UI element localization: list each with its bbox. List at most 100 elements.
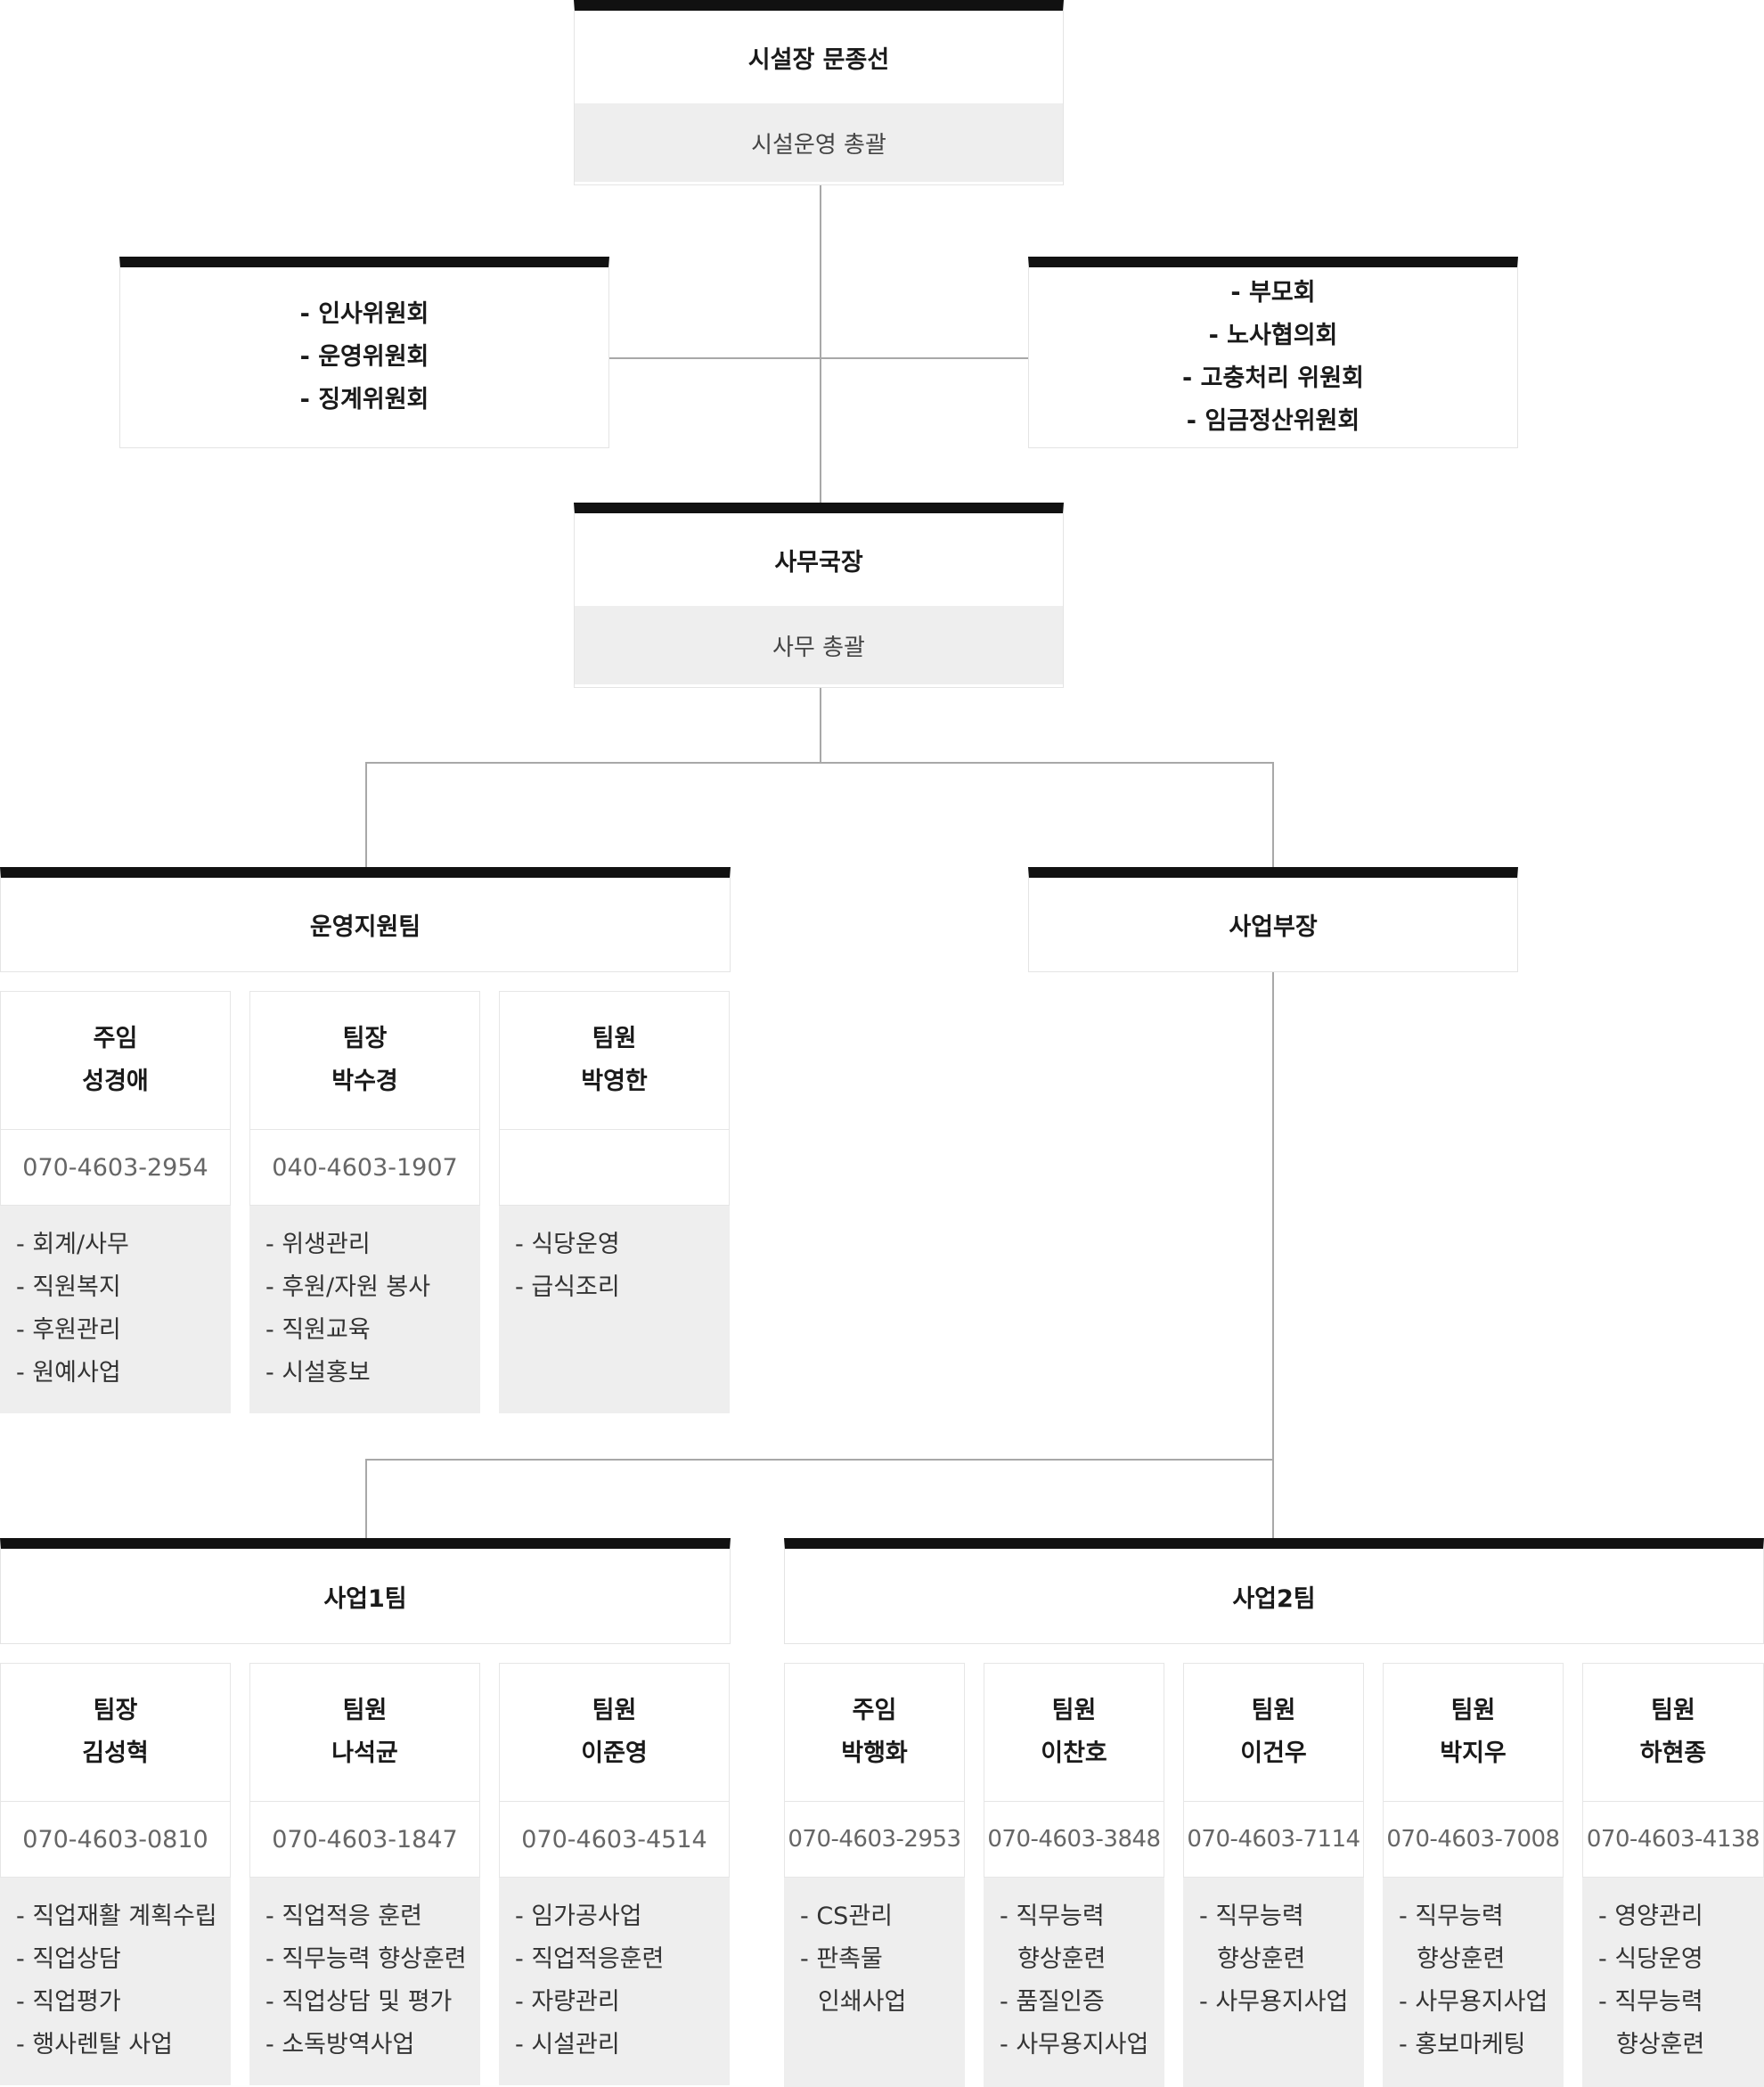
member-position: 팀원 xyxy=(1051,1697,1097,1724)
member-card: 팀원 이찬호 070-4603-3848 - 직무능력 향상훈련 - 품질인증 … xyxy=(984,1663,1164,2087)
committees-left-box: - 인사위원회 - 운영위원회 - 징계위원회 xyxy=(119,257,609,448)
duty-item: - 원예사업 xyxy=(16,1359,121,1387)
member-duties: - 임가공사업 - 직업적응훈련 - 자량관리 - 시설관리 xyxy=(499,1878,730,2085)
member-name: 이건우 xyxy=(1240,1739,1307,1767)
member-name-block: 팀원 이찬호 xyxy=(984,1663,1164,1801)
member-duties: - 영양관리 - 식당운영 - 직무능력 향상훈련 xyxy=(1582,1878,1764,2087)
member-position: 팀원 xyxy=(1651,1697,1695,1724)
connector-line xyxy=(365,1459,1274,1461)
duty-item: - 식당운영 xyxy=(1598,1945,1703,1973)
duty-item: - 직업상담 xyxy=(16,1945,121,1973)
member-phone: 070-4603-3848 xyxy=(984,1801,1164,1878)
member-name: 하현종 xyxy=(1639,1739,1707,1767)
connector-line xyxy=(608,357,1029,359)
member-phone xyxy=(499,1129,730,1206)
member-card: 주임 성경애 070-4603-2954 - 회계/사무 - 직원복지 - 후원… xyxy=(0,991,231,1413)
duty-item: - 직무능력 xyxy=(1000,1903,1105,1930)
connector-line xyxy=(1272,971,1274,1538)
member-card: 팀장 박수경 040-4603-1907 - 위생관리 - 후원/자원 봉사 -… xyxy=(249,991,480,1413)
member-name: 성경애 xyxy=(82,1068,149,1095)
member-name-block: 팀장 김성혁 xyxy=(0,1663,231,1801)
connector-line xyxy=(820,185,821,503)
member-card: 팀원 이준영 070-4603-4514 - 임가공사업 - 직업적응훈련 - … xyxy=(499,1663,730,2085)
duty-item: - 홍보마케팅 xyxy=(1399,2031,1526,2058)
member-name-block: 팀원 박영한 xyxy=(499,991,730,1129)
committee-list: - 부모회 - 노사협의회 - 고충처리 위원회 - 임금정산위원회 xyxy=(1182,272,1364,443)
duty-item: - 사무용지사업 xyxy=(1000,2031,1149,2058)
connector-line xyxy=(365,1459,367,1538)
duty-item: - 직무능력 xyxy=(1399,1903,1504,1930)
duty-item: 향상훈련 xyxy=(1217,1945,1306,1973)
director-box: 시설장 문종선 시설운영 총괄 xyxy=(574,0,1064,185)
duty-item: 향상훈련 xyxy=(1417,1945,1506,1973)
member-duties: - 직무능력 향상훈련 - 사무용지사업 - 홍보마케팅 xyxy=(1383,1878,1564,2087)
duty-item: - 직원복지 xyxy=(16,1273,121,1301)
member-duties: - 직무능력 향상훈련 - 사무용지사업 xyxy=(1183,1878,1364,2087)
duty-item: - 품질인증 xyxy=(1000,1988,1105,2016)
member-phone: 070-4603-2954 xyxy=(0,1129,231,1206)
member-name-block: 팀원 하현종 xyxy=(1582,1663,1764,1801)
member-position: 팀원 xyxy=(1251,1697,1296,1724)
duty-item: - 위생관리 xyxy=(265,1231,371,1258)
duty-item: 향상훈련 xyxy=(1616,2031,1705,2058)
committee-item: - 임금정산위원회 xyxy=(1186,407,1360,435)
committee-list: - 인사위원회 - 운영위원회 - 징계위원회 xyxy=(300,293,429,421)
member-name: 이준영 xyxy=(581,1739,648,1767)
member-name-block: 팀원 이준영 xyxy=(499,1663,730,1801)
committee-item: - 운영위원회 xyxy=(299,343,429,371)
duty-item: 향상훈련 xyxy=(1017,1945,1107,1973)
secretary-role: 사무 총괄 xyxy=(575,606,1063,684)
business-team2-header: 사업2팀 xyxy=(784,1538,1764,1644)
member-name-block: 팀원 나석균 xyxy=(249,1663,480,1801)
committee-item: - 노사협의회 xyxy=(1208,322,1338,349)
duty-item: - 식당운영 xyxy=(515,1231,620,1258)
member-phone: 070-4603-1847 xyxy=(249,1801,480,1878)
duty-item: - 직업평가 xyxy=(16,1988,121,2016)
member-card: 팀원 박지우 070-4603-7008 - 직무능력 향상훈련 - 사무용지사… xyxy=(1383,1663,1564,2087)
duty-item: - 직원교육 xyxy=(265,1316,371,1344)
connector-line xyxy=(820,688,821,763)
duty-item: - 직업적응훈련 xyxy=(515,1945,665,1973)
member-card: 팀원 박영한 - 식당운영 - 급식조리 xyxy=(499,991,730,1413)
member-phone: 070-4603-4138 xyxy=(1582,1801,1764,1878)
member-duties: - 직업적응 훈련 - 직무능력 향상훈련 - 직업상담 및 평가 - 소독방역… xyxy=(249,1878,480,2085)
ops-team-header: 운영지원팀 xyxy=(0,867,731,972)
director-title: 시설장 문종선 xyxy=(747,45,890,74)
committee-item: - 징계위원회 xyxy=(299,386,429,413)
member-name: 박수경 xyxy=(331,1068,398,1095)
duty-item: - CS관리 xyxy=(800,1903,893,1930)
member-duties: - 위생관리 - 후원/자원 봉사 - 직원교육 - 시설홍보 xyxy=(249,1206,480,1413)
member-card: 주임 박행화 070-4603-2953 - CS관리 - 판촉물 인쇄사업 xyxy=(784,1663,965,2087)
duty-item: - 시설관리 xyxy=(515,2031,620,2058)
duty-item: - 행사렌탈 사업 xyxy=(16,2031,173,2058)
member-duties: - 식당운영 - 급식조리 xyxy=(499,1206,730,1413)
member-name: 박지우 xyxy=(1440,1739,1507,1767)
member-name-block: 주임 박행화 xyxy=(784,1663,965,1801)
business-head-box: 사업부장 xyxy=(1028,867,1518,972)
duty-item: - 후원/자원 봉사 xyxy=(265,1273,431,1301)
director-role: 시설운영 총괄 xyxy=(575,103,1063,182)
member-position: 팀장 xyxy=(342,1025,388,1052)
member-position: 주임 xyxy=(852,1697,897,1724)
duty-item: - 후원관리 xyxy=(16,1316,121,1344)
member-name-block: 주임 성경애 xyxy=(0,991,231,1129)
member-name-block: 팀장 박수경 xyxy=(249,991,480,1129)
member-card: 팀원 하현종 070-4603-4138 - 영양관리 - 식당운영 - 직무능… xyxy=(1582,1663,1764,2087)
duty-item: - 직업상담 및 평가 xyxy=(265,1988,453,2016)
member-phone: 070-4603-7114 xyxy=(1183,1801,1364,1878)
member-position: 팀원 xyxy=(592,1025,637,1052)
member-name: 박영한 xyxy=(581,1068,648,1095)
member-card: 팀원 이건우 070-4603-7114 - 직무능력 향상훈련 - 사무용지사… xyxy=(1183,1663,1364,2087)
connector-line xyxy=(365,762,1274,764)
duty-item: - 소독방역사업 xyxy=(265,2031,415,2058)
duty-item: - 시설홍보 xyxy=(265,1359,371,1387)
member-duties: - CS관리 - 판촉물 인쇄사업 xyxy=(784,1878,965,2087)
duty-item: - 직업적응 훈련 xyxy=(265,1903,422,1930)
member-name: 나석균 xyxy=(331,1739,398,1767)
member-duties: - 직무능력 향상훈련 - 품질인증 - 사무용지사업 xyxy=(984,1878,1164,2087)
member-position: 주임 xyxy=(93,1025,138,1052)
duty-item: - 직업재활 계획수립 xyxy=(16,1903,217,1930)
member-phone: 070-4603-2953 xyxy=(784,1801,965,1878)
member-card: 팀원 나석균 070-4603-1847 - 직업적응 훈련 - 직무능력 향상… xyxy=(249,1663,480,2085)
committee-item: - 인사위원회 xyxy=(299,300,429,328)
